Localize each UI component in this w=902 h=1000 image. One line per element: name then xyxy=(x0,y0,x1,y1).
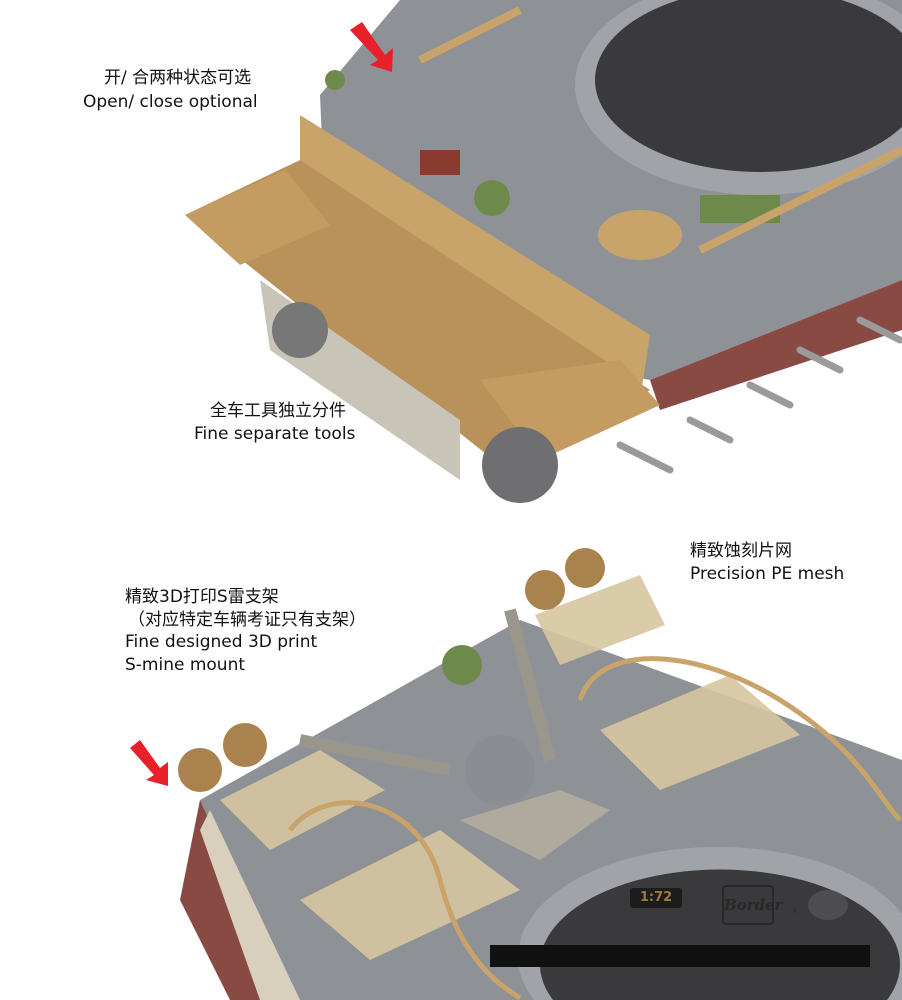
tools-label-en: Fine separate tools xyxy=(194,424,356,444)
top-tank-render xyxy=(185,0,902,503)
partner-logo xyxy=(808,890,848,920)
border-logo: Border xyxy=(722,885,783,925)
open-close-label-zh: 开/ 合两种状态可选 xyxy=(104,68,252,88)
open-close-label-en: Open/ close optional xyxy=(83,92,258,112)
bottom-tank-render xyxy=(178,548,902,1000)
collab-separator: x xyxy=(792,905,798,916)
pe-mesh-label-zh: 精致蚀刻片网 xyxy=(690,541,792,561)
pe-mesh-label-en: Precision PE mesh xyxy=(690,564,845,584)
red-arrow-icon xyxy=(130,740,168,786)
smine-label-en-1: Fine designed 3D print xyxy=(125,632,318,652)
red-arrow-icon xyxy=(350,22,393,72)
tools-label-zh: 全车工具独立分件 xyxy=(210,401,346,421)
smine-label-zh: 精致3D打印S雷支架 xyxy=(125,587,279,607)
smine-label-en-2: S-mine mount xyxy=(125,655,246,675)
smine-note-zh: （对应特定车辆考证只有支架） xyxy=(128,610,366,630)
scale-badge: 1:72 xyxy=(630,888,682,908)
